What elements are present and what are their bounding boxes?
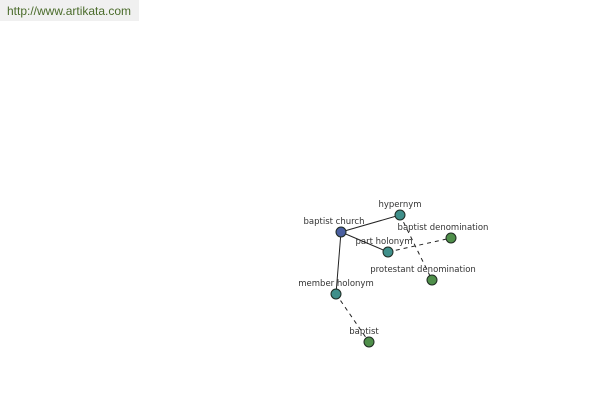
site-url-link[interactable]: http://www.artikata.com [7,4,132,18]
node-member-holonym[interactable] [330,288,342,300]
nodes-layer [330,209,457,348]
node-root[interactable] [335,226,347,238]
node-hypernym[interactable] [394,209,406,221]
labels-layer: baptist church hypernym part holonym member… [298,200,488,337]
node-label-baptist-denomination: baptist denomination [398,223,489,233]
node-baptist-denomination[interactable] [445,232,457,244]
node-label-protestant-denomination: protestant denomination [370,265,476,275]
node-label-hypernym: hypernym [378,200,421,210]
edge-root-to-member-holonym [335,231,342,295]
node-part-holonym[interactable] [382,246,394,258]
edge-member-holonym-to-baptist [335,293,370,343]
node-label-part-holonym: part holonym [356,237,413,247]
node-protestant-denomination[interactable] [426,274,438,286]
node-label-member-holonym: member holonym [298,279,373,289]
node-baptist[interactable] [363,336,375,348]
edge-root-to-part-holonym [340,231,389,253]
edges-layer [335,214,452,343]
node-label-root: baptist church [304,217,365,227]
node-label-baptist: baptist [349,327,379,337]
edge-root-to-hypernym [340,214,401,233]
url-bar: http://www.artikata.com [0,0,139,21]
edge-part-holonym-to-baptist-denomination [387,237,452,253]
